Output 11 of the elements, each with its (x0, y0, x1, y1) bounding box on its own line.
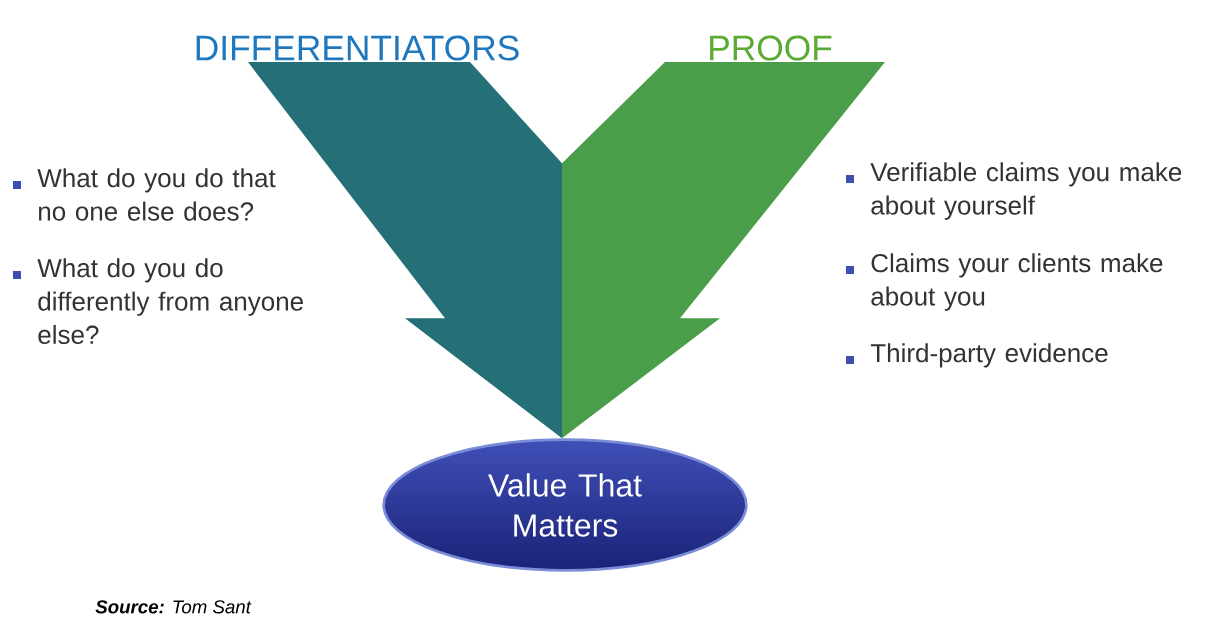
source-note: Source: Tom Sant (95, 600, 252, 614)
bullet-text: Claims your clients make about you (871, 253, 1163, 311)
arrow-arm (248, 62, 562, 439)
bullet-text: Third-party evidence (870, 343, 1108, 368)
arrow-arm (562, 62, 885, 439)
oval: Value That Matters (382, 438, 748, 572)
heading: PROOF (710, 35, 832, 61)
heading: DIFFERENTIATORS (196, 35, 519, 61)
bullet-text: Verifiable claims you make about yourself (870, 162, 1182, 220)
bullet-text: What do you do that no one else does? (37, 168, 276, 221)
bullet-text: What do you do differently from anyone else? (37, 258, 303, 344)
